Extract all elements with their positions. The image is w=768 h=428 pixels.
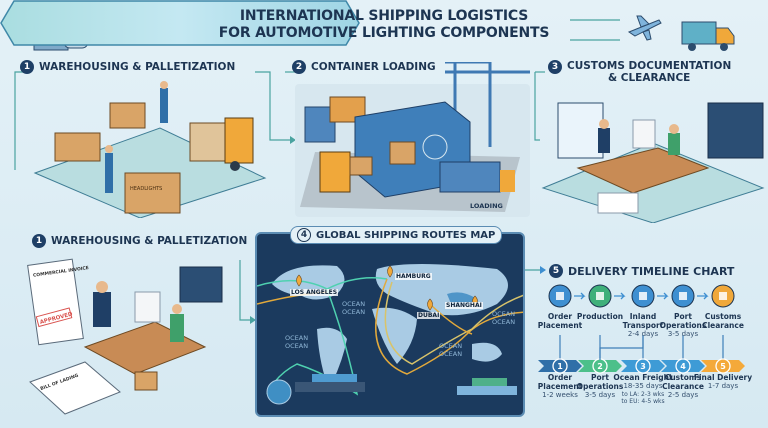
step-detail: 2-5 days [667, 391, 699, 399]
timeline-top-step: Customs Clearance [693, 312, 753, 330]
box-label: HEADLIGHTS [130, 186, 162, 192]
section-title-line-1: CUSTOMS DOCUMENTATION [567, 60, 732, 72]
section-3-header: 3 CUSTOMS DOCUMENTATION& CLEARANCE [548, 60, 731, 84]
step-number: 4 [297, 228, 311, 242]
arrow-right-icon [657, 292, 669, 300]
section-title: CONTAINER LOADING [311, 61, 436, 73]
step-number: 3 [640, 362, 646, 371]
title-line-2: FOR AUTOMOTIVE LIGHTING COMPONENTS [218, 25, 550, 41]
section-title-line-2: & CLEARANCE [607, 72, 691, 84]
loading-sign: LOADING [470, 202, 503, 210]
section-5-header: 5 DELIVERY TIMELINE CHART [549, 264, 734, 278]
step-title: Order Placement [537, 373, 583, 391]
city-label: DUBAI [417, 312, 441, 319]
step-title: Order Placement [537, 312, 583, 330]
icon-glyph [596, 292, 604, 300]
step-number: 5 [720, 362, 726, 371]
truck-icon [681, 21, 735, 51]
ocean-text: OCEAN [492, 318, 516, 326]
shipping-routes-map: LOS ANGELES HAMBURG DUBAI SHANGHAI OCEAN… [255, 232, 525, 417]
section-title: DELIVERY TIMELINE CHART [568, 264, 735, 278]
step-number: 4 [680, 362, 686, 371]
arrow-right-icon [697, 292, 709, 300]
city-label: LOS ANGELES [290, 289, 339, 296]
icon-glyph [719, 292, 727, 300]
ocean-text: OCEAN [439, 342, 463, 350]
world-map [257, 264, 523, 405]
step-detail: 1-7 days [707, 382, 739, 390]
container-loading-illustration: LOADING [295, 62, 530, 217]
step-title: Ocean Freight [613, 373, 673, 382]
banner-shape [0, 0, 360, 46]
step-extra: to EU: 4-5 wks [621, 398, 665, 405]
timeline-graphic: 1 2 3 4 5 [538, 284, 745, 374]
ships [266, 374, 517, 405]
arrow-right-icon [574, 292, 586, 300]
step-detail: 1-2 weeks [542, 391, 578, 399]
title-banner: INTERNATIONAL SHIPPING LOGISTICS FOR AUT… [0, 0, 549, 46]
city-label: HAMBURG [395, 273, 432, 280]
timeline-top-step: Production [570, 312, 630, 321]
airplane-icon [627, 15, 662, 41]
arrow-right-icon [614, 292, 626, 300]
title-line-1: INTERNATIONAL SHIPPING LOGISTICS [239, 8, 529, 24]
customs-illustration [541, 102, 765, 223]
step-circle [552, 358, 568, 374]
step-number: 2 [292, 60, 306, 74]
step-detail: 3-5 days [667, 330, 699, 338]
step-detail: 3-5 days [584, 391, 616, 399]
timeline-top-step: Order Placement [530, 312, 590, 330]
section-title: WAREHOUSING & PALLETIZATION [51, 235, 248, 247]
ocean-text: OCEAN [342, 300, 366, 308]
city-label: SHANGHAI [445, 302, 483, 309]
step-number: 2 [597, 362, 603, 371]
section-title: WAREHOUSING & PALLETIZATION [39, 61, 236, 73]
icon-glyph [639, 292, 647, 300]
section-title: GLOBAL SHIPPING ROUTES MAP [316, 229, 496, 241]
step-title: Final Delivery [693, 373, 753, 382]
step-number: 1 [557, 362, 563, 371]
step-extra: to LA: 2-3 wks [621, 391, 665, 398]
section-4-header: 4 GLOBAL SHIPPING ROUTES MAP [290, 226, 503, 244]
step-number: 5 [549, 264, 563, 278]
step-number: 1 [20, 60, 34, 74]
ocean-text: OCEAN [342, 308, 366, 316]
step-title: Inland Transport [622, 312, 664, 330]
step-detail: 2-4 days [627, 330, 659, 338]
ocean-text: OCEAN [492, 310, 516, 318]
section-1b-header: 1 WAREHOUSING & PALLETIZATION [32, 234, 247, 248]
ocean-text: OCEAN [285, 342, 309, 350]
connector-arrow [599, 335, 644, 360]
step-circle [675, 358, 691, 374]
step-number: 1 [32, 234, 46, 248]
icon-glyph [556, 292, 564, 300]
step-title: Customs Clearance [702, 312, 744, 330]
section-2-header: 2 CONTAINER LOADING [292, 60, 436, 74]
step-circle [715, 358, 731, 374]
step-number: 3 [548, 60, 562, 74]
icon-glyph [679, 292, 687, 300]
step-title: Customs Clearance [662, 373, 704, 391]
warehouse-illustration: HEADLIGHTS [33, 81, 267, 218]
section-1-header: 1 WAREHOUSING & PALLETIZATION [20, 60, 235, 74]
step-circle [635, 358, 651, 374]
ocean-text: OCEAN [285, 334, 309, 342]
step-title: Port Operations [659, 312, 707, 330]
step-detail: 18-35 days [623, 382, 663, 390]
ocean-text: OCEAN [439, 350, 463, 358]
step-title: Port Operations [576, 373, 624, 391]
step-title: Production [576, 312, 624, 321]
documentation-office-illustration: COMMERCIAL INVOICE APPROVED BILL OF LADI… [27, 258, 223, 415]
